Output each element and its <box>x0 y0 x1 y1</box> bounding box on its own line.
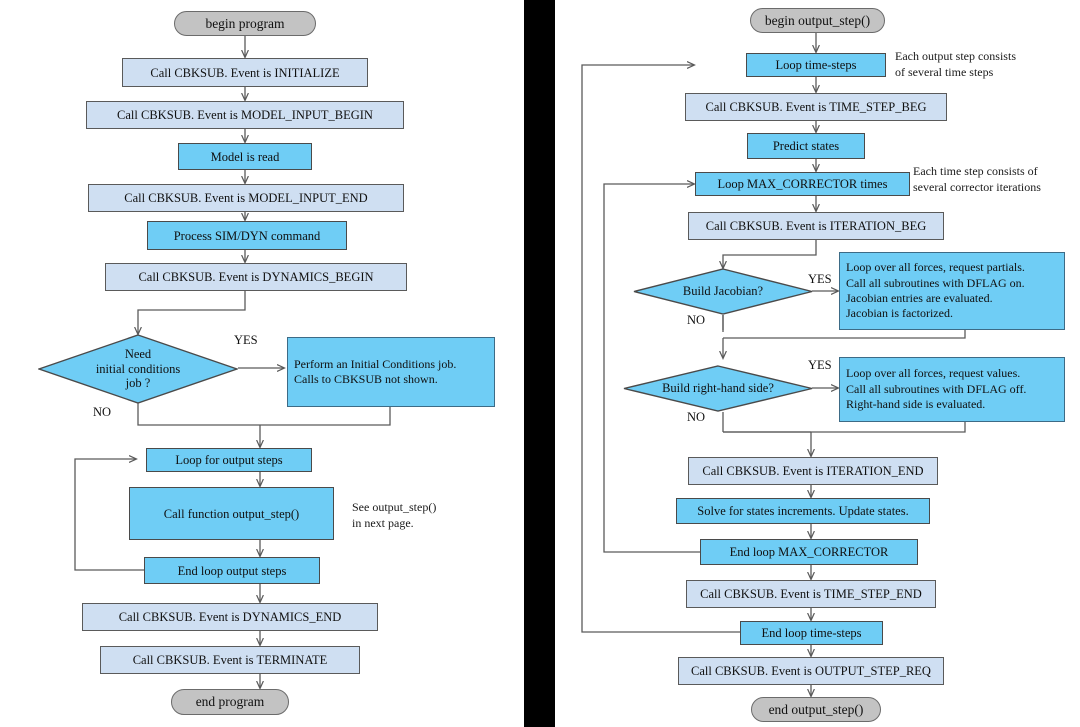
edge-label-jacobian-yes: YES <box>808 272 832 286</box>
node-begin-program[interactable]: begin program <box>174 11 316 36</box>
node-jacobian-note[interactable]: Loop over all forces, request partials. … <box>839 252 1065 330</box>
node-end-loop-max-corrector[interactable]: End loop MAX_CORRECTOR <box>700 539 918 565</box>
edge-label-jacobian-no: NO <box>687 313 706 327</box>
right-flowchart-panel: begin output_step() Loop time-steps Each… <box>555 0 1080 727</box>
node-call-time-step-beg[interactable]: Call CBKSUB. Event is TIME_STEP_BEG <box>685 93 947 121</box>
node-solve-states[interactable]: Solve for states increments. Update stat… <box>676 498 930 524</box>
node-call-dynamics-end[interactable]: Call CBKSUB. Event is DYNAMICS_END <box>82 603 378 631</box>
annotation-time-step-note: Each time step consists of several corre… <box>913 164 1041 194</box>
diamond-shape <box>623 365 813 412</box>
node-call-time-step-end[interactable]: Call CBKSUB. Event is TIME_STEP_END <box>686 580 936 608</box>
left-flowchart-panel: begin program Call CBKSUB. Event is INIT… <box>0 0 524 727</box>
node-end-loop-output-steps[interactable]: End loop output steps <box>144 557 320 584</box>
node-build-rhs-decision[interactable]: Build right-hand side? <box>623 365 813 412</box>
node-call-output-step-req[interactable]: Call CBKSUB. Event is OUTPUT_STEP_REQ <box>678 657 944 685</box>
node-call-dynamics-begin[interactable]: Call CBKSUB. Event is DYNAMICS_BEGIN <box>105 263 407 291</box>
node-loop-for-output-steps[interactable]: Loop for output steps <box>146 448 312 472</box>
node-loop-time-steps[interactable]: Loop time-steps <box>746 53 886 77</box>
node-call-terminate[interactable]: Call CBKSUB. Event is TERMINATE <box>100 646 360 674</box>
node-call-function-output-step[interactable]: Call function output_step() <box>129 487 334 540</box>
edge-label-rhs-no: NO <box>687 410 706 424</box>
node-end-loop-time-steps[interactable]: End loop time-steps <box>740 621 883 645</box>
decision-label: Build right-hand side? <box>662 381 774 396</box>
node-begin-output-step[interactable]: begin output_step() <box>750 8 885 33</box>
decision-label: Build Jacobian? <box>682 284 764 299</box>
node-predict-states[interactable]: Predict states <box>747 133 865 159</box>
node-model-is-read[interactable]: Model is read <box>178 143 312 170</box>
node-rhs-note[interactable]: Loop over all forces, request values. Ca… <box>839 357 1065 422</box>
annotation-output-step-note: Each output step consists of several tim… <box>895 49 1016 79</box>
node-end-program[interactable]: end program <box>171 689 289 715</box>
node-initial-conditions-job[interactable]: Perform an Initial Conditions job. Calls… <box>287 337 495 407</box>
diamond-shape <box>38 334 238 404</box>
node-need-initial-conditions-decision[interactable]: Need initial conditions job ? <box>38 334 238 404</box>
edge-label-ic-yes: YES <box>234 333 258 347</box>
node-build-jacobian-decision[interactable]: Build Jacobian? <box>633 268 813 315</box>
decision-label: Need initial conditions job ? <box>95 347 181 391</box>
node-call-iteration-beg[interactable]: Call CBKSUB. Event is ITERATION_BEG <box>688 212 944 240</box>
node-call-model-input-end[interactable]: Call CBKSUB. Event is MODEL_INPUT_END <box>88 184 404 212</box>
annotation-see-output-step: See output_step() in next page. <box>352 500 437 530</box>
node-call-iteration-end[interactable]: Call CBKSUB. Event is ITERATION_END <box>688 457 938 485</box>
panel-divider <box>524 0 555 727</box>
edge-label-ic-no: NO <box>93 405 112 419</box>
edge-label-rhs-yes: YES <box>808 358 832 372</box>
node-call-model-input-begin[interactable]: Call CBKSUB. Event is MODEL_INPUT_BEGIN <box>86 101 404 129</box>
diamond-shape <box>633 268 813 315</box>
node-call-initialize[interactable]: Call CBKSUB. Event is INITIALIZE <box>122 58 368 87</box>
node-process-sim-dyn[interactable]: Process SIM/DYN command <box>147 221 347 250</box>
node-loop-max-corrector[interactable]: Loop MAX_CORRECTOR times <box>695 172 910 196</box>
node-end-output-step[interactable]: end output_step() <box>751 697 881 722</box>
